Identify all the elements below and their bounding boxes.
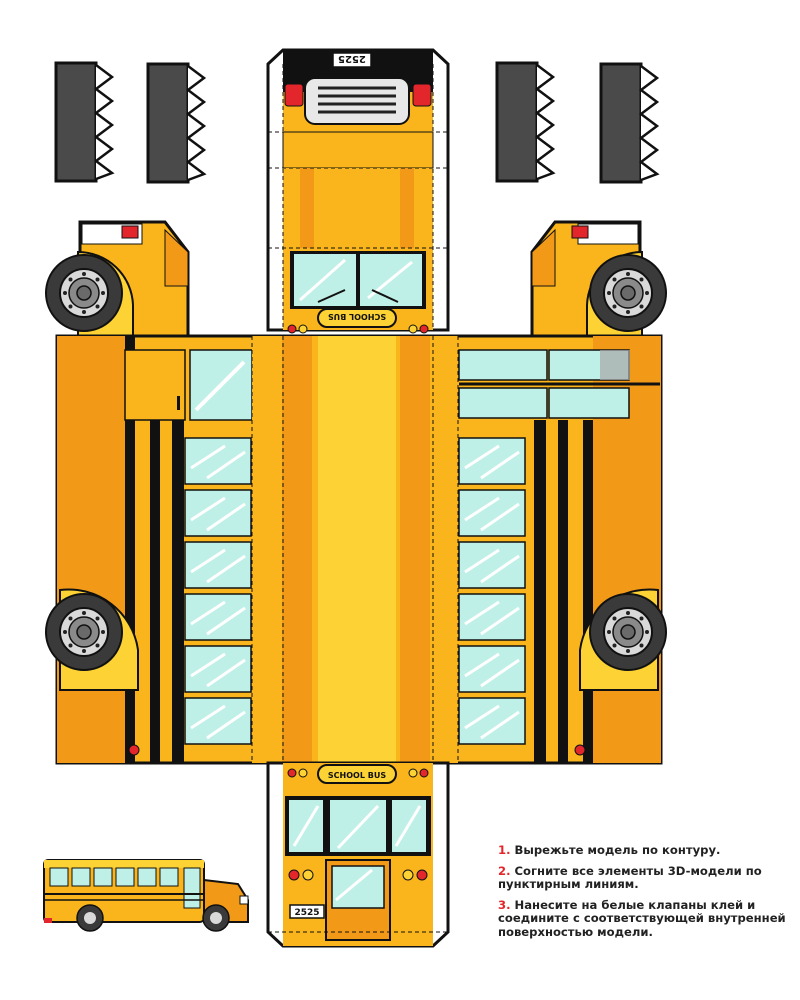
rear-plate-number: 2525 <box>338 53 366 64</box>
bus-body <box>55 334 663 765</box>
instruction-2: 2. Согните все элементы 3D-модели по пун… <box>498 863 762 891</box>
wheel-right-front <box>589 254 667 332</box>
glue-tab-2 <box>146 62 206 184</box>
school-bus-sign-front: SCHOOL BUS <box>317 764 397 784</box>
front-plate: 2525 <box>289 904 325 919</box>
wheel-left-rear <box>45 593 123 671</box>
glue-tab-1 <box>54 61 114 183</box>
assembled-bus-preview <box>43 859 249 932</box>
glue-tab-4 <box>599 62 659 184</box>
roof-strip: 2525 SCHOOL BUS <box>266 48 450 334</box>
instruction-1: 1. Вырежьте модель по контуру. <box>498 843 721 857</box>
wheel-left-front <box>45 254 123 332</box>
glue-tab-3 <box>495 61 555 183</box>
instruction-3: 3. Нанесите на белые клапаны клей и соед… <box>498 897 786 939</box>
front-face: SCHOOL BUS 2525 <box>266 761 450 948</box>
school-bus-sign-top: SCHOOL BUS <box>317 308 397 328</box>
front-plate-number: 2525 <box>294 908 319 918</box>
school-bus-sign-top-text: SCHOOL BUS <box>328 312 386 321</box>
wheel-right-rear <box>589 593 667 671</box>
instructions: 1. Вырежьте модель по контуру. 2. Согнит… <box>498 843 793 946</box>
school-bus-sign-front-text: SCHOOL BUS <box>328 771 386 780</box>
rear-plate: 2525 <box>332 52 372 68</box>
